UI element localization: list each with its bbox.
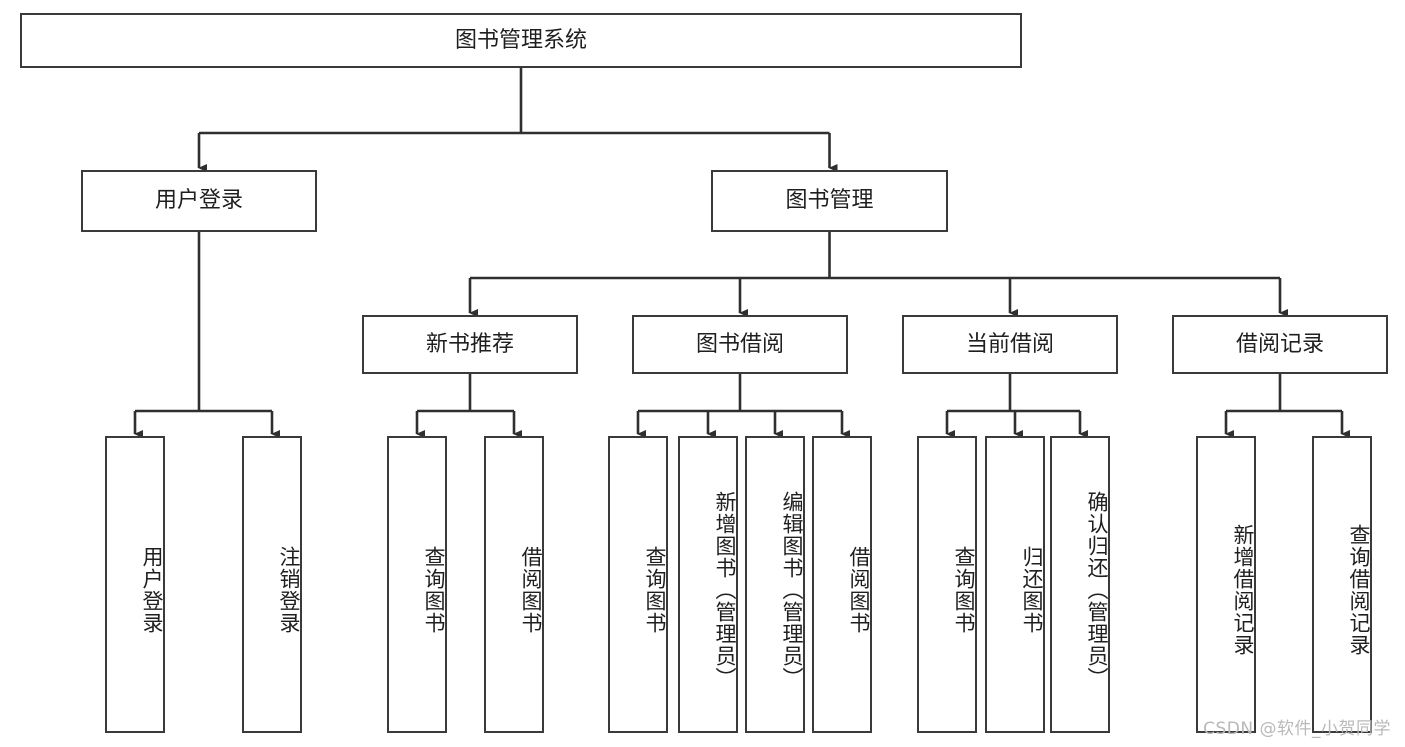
- node-label: 查询借阅记录: [1347, 523, 1371, 656]
- node-label: 查询图书: [952, 545, 976, 634]
- leaf-node-5[interactable]: 新增图书（管理员）: [678, 436, 738, 733]
- node-label: 图书管理: [785, 188, 874, 214]
- node-label: 查询图书: [643, 545, 667, 634]
- node-label: 编辑图书（管理员）: [780, 490, 804, 689]
- node-label: 当前借阅: [965, 331, 1054, 357]
- level3-node-当前借阅[interactable]: 当前借阅: [902, 315, 1118, 374]
- node-label: 用户登录: [140, 545, 164, 634]
- node-label: 归还图书: [1020, 545, 1044, 634]
- node-label: 确认归还（管理员）: [1085, 490, 1109, 689]
- node-label: 用户登录: [154, 188, 243, 214]
- leaf-node-2[interactable]: 查询图书: [387, 436, 447, 733]
- level3-node-借阅记录[interactable]: 借阅记录: [1172, 315, 1388, 374]
- level3-node-新书推荐[interactable]: 新书推荐: [362, 315, 578, 374]
- leaf-node-0[interactable]: 用户登录: [105, 436, 165, 733]
- node-label: 新增借阅记录: [1231, 523, 1255, 656]
- leaf-node-7[interactable]: 借阅图书: [812, 436, 872, 733]
- node-label: 借阅图书: [847, 545, 871, 634]
- leaf-node-10[interactable]: 确认归还（管理员）: [1050, 436, 1110, 733]
- leaf-node-11[interactable]: 新增借阅记录: [1196, 436, 1256, 733]
- node-label: 图书管理系统: [454, 27, 587, 53]
- leaf-node-9[interactable]: 归还图书: [985, 436, 1045, 733]
- level3-node-图书借阅[interactable]: 图书借阅: [632, 315, 848, 374]
- node-label: 查询图书: [422, 545, 446, 634]
- leaf-node-8[interactable]: 查询图书: [917, 436, 977, 733]
- node-label: 注销登录: [277, 545, 301, 634]
- node-label: 借阅图书: [519, 545, 543, 634]
- node-label: 图书借阅: [695, 331, 784, 357]
- leaf-node-1[interactable]: 注销登录: [242, 436, 302, 733]
- leaf-node-12[interactable]: 查询借阅记录: [1312, 436, 1372, 733]
- csdn-watermark: CSDN @软件_小贺同学: [1203, 719, 1391, 739]
- node-label: 借阅记录: [1235, 331, 1324, 357]
- node-label: 新书推荐: [425, 331, 514, 357]
- node-label: 新增图书（管理员）: [713, 490, 737, 689]
- leaf-node-3[interactable]: 借阅图书: [484, 436, 544, 733]
- level2-node-用户登录[interactable]: 用户登录: [81, 170, 317, 232]
- level2-node-图书管理[interactable]: 图书管理: [711, 170, 948, 232]
- leaf-node-6[interactable]: 编辑图书（管理员）: [745, 436, 805, 733]
- root-node-图书管理系统[interactable]: 图书管理系统: [20, 13, 1022, 68]
- leaf-node-4[interactable]: 查询图书: [608, 436, 668, 733]
